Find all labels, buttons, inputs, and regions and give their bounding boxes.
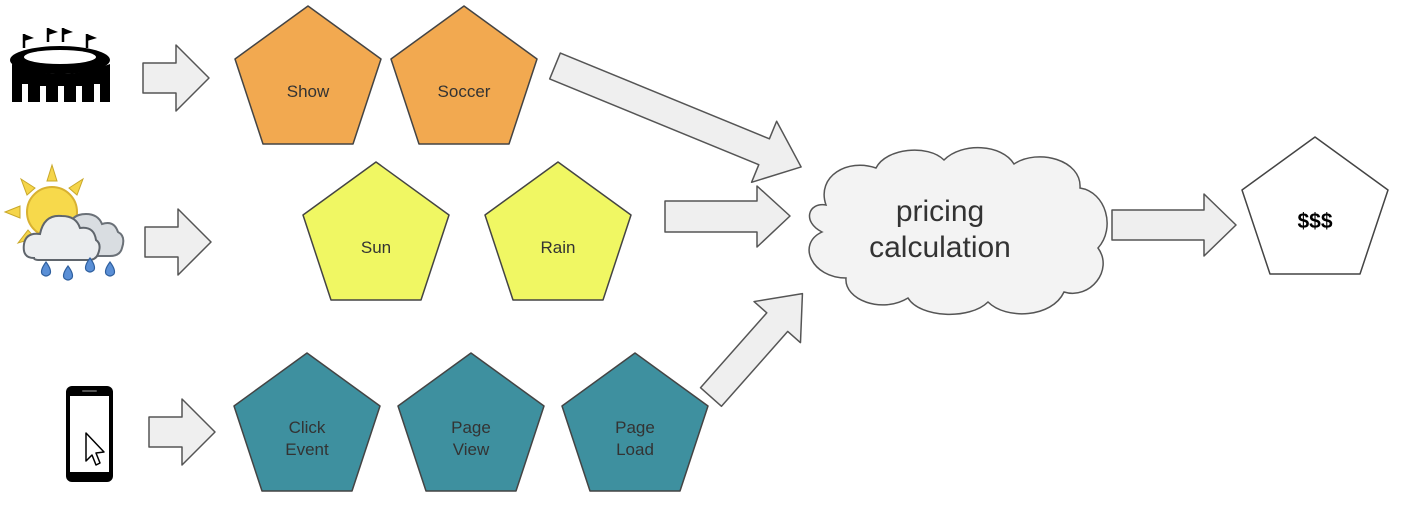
- event-page-load-label-line2: Load: [616, 440, 654, 459]
- arrow-stadium: [142, 44, 210, 112]
- calculation-label-line2: calculation: [869, 231, 1011, 264]
- stadium-icon: [10, 28, 110, 102]
- event-page-view-label-line1: Page: [451, 418, 491, 437]
- event-page-load: Page Load: [561, 352, 709, 492]
- arrow-mobile-to-calculation: [699, 292, 804, 408]
- weather-icon: [3, 163, 125, 281]
- event-page-view-label-line2: View: [453, 440, 490, 459]
- event-click-event: Click Event: [233, 352, 381, 492]
- arrow-weather: [144, 208, 212, 276]
- event-rain: Rain: [484, 161, 632, 301]
- arrow-stadium-to-calculation: [548, 52, 802, 184]
- arrow-calculation-to-result: [1111, 193, 1237, 257]
- event-sun-label: Sun: [361, 238, 391, 257]
- event-show: Show: [234, 5, 382, 145]
- result-label: $$$: [1297, 210, 1332, 233]
- event-sun: Sun: [302, 161, 450, 301]
- pricing-calculation-cloud: pricing calculation: [808, 147, 1108, 315]
- event-click-event-label-line2: Event: [285, 440, 329, 459]
- calculation-label-line1: pricing: [896, 195, 984, 228]
- mobile-phone-icon: [66, 386, 113, 482]
- event-page-load-label-line1: Page: [615, 418, 655, 437]
- event-show-label: Show: [287, 82, 330, 101]
- event-soccer: Soccer: [390, 5, 538, 145]
- event-click-event-label-line1: Click: [289, 418, 326, 437]
- event-soccer-label: Soccer: [438, 82, 491, 101]
- event-page-view: Page View: [397, 352, 545, 492]
- event-rain-label: Rain: [541, 238, 576, 257]
- arrow-mobile: [148, 398, 216, 466]
- result-pentagon: $$$: [1241, 136, 1389, 275]
- arrow-weather-to-calculation: [664, 185, 791, 248]
